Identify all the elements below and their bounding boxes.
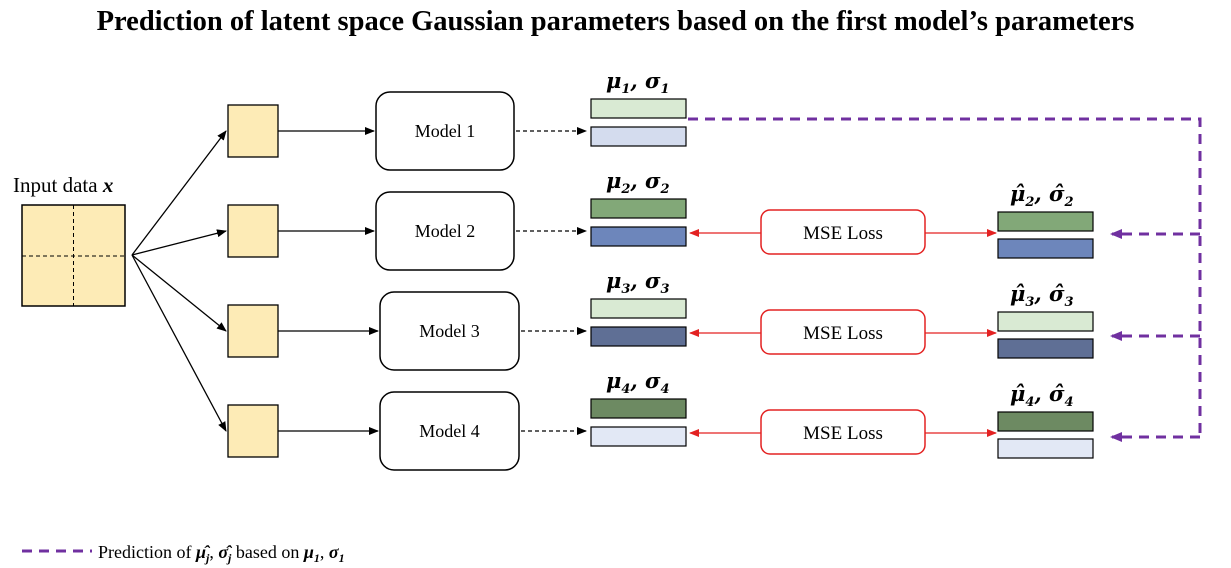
model-box-3 <box>379 291 520 371</box>
row-4: Model 4 μ4, σ4 <box>131 254 687 471</box>
input-arrow-3 <box>131 254 227 332</box>
input-arrow-4 <box>131 254 227 432</box>
sigma-bar-2 <box>590 226 687 247</box>
input-grid <box>21 204 126 307</box>
model-label-2: Model 2 <box>415 221 476 241</box>
sigma-bar-4 <box>590 426 687 447</box>
mu-bar-2 <box>590 198 687 219</box>
row-2: Model 2 μ2, σ2 <box>131 168 687 271</box>
input-var: x <box>102 173 114 197</box>
row-3: Model 3 μ3, σ3 <box>131 254 687 371</box>
legend: Prediction of μ̂j, σ̂j based on μ1, σ1 <box>22 542 345 565</box>
pred-param-label-2: μ̂2, σ̂2 <box>1010 181 1074 210</box>
prediction-path <box>688 117 1202 442</box>
model-box-1 <box>375 91 515 171</box>
pred-sigma-bar-4 <box>997 438 1094 459</box>
row-1: Model 1 μ1, σ1 <box>131 68 687 256</box>
model-label-4: Model 4 <box>419 421 480 441</box>
mu-bar-4 <box>590 398 687 419</box>
param-label-2: μ2, σ2 <box>606 168 670 197</box>
mse-loss-box-4 <box>760 409 926 455</box>
feature-box-2 <box>227 204 279 258</box>
sigma-bar-1 <box>590 126 687 147</box>
sigma-bar-3 <box>590 326 687 347</box>
mse-loss-label-2: MSE Loss <box>803 223 883 244</box>
mse-loss-box-3 <box>760 309 926 355</box>
mu-bar-3 <box>590 298 687 319</box>
param-label-4: μ4, σ4 <box>606 368 670 397</box>
diagram-title: Prediction of latent space Gaussian para… <box>96 6 1135 37</box>
param-label-1: μ1, σ1 <box>606 68 670 97</box>
model-box-4 <box>379 391 520 471</box>
legend-text: Prediction of μ̂j, σ̂j based on μ1, σ1 <box>98 542 345 565</box>
mu-bar-1 <box>590 98 687 119</box>
input-arrow-2 <box>131 229 227 256</box>
feature-box-3 <box>227 304 279 358</box>
pred-param-label-4: μ̂4, σ̂4 <box>1010 381 1074 410</box>
input-label-text: Input data <box>13 173 103 197</box>
feature-box-1 <box>227 104 279 158</box>
mse-loss-label-4: MSE Loss <box>803 423 883 444</box>
pred-mu-bar-4 <box>997 411 1094 432</box>
pred-mu-bar-3 <box>997 311 1094 332</box>
mse-loss-box-2 <box>760 209 926 255</box>
pred-param-label-3: μ̂3, σ̂3 <box>1010 281 1074 310</box>
pred-mu-bar-2 <box>997 211 1094 232</box>
input-arrow-1 <box>131 130 227 256</box>
input-label: Input data x <box>13 173 113 197</box>
feature-box-4 <box>227 404 279 458</box>
mse-loss-label-3: MSE Loss <box>803 323 883 344</box>
param-label-3: μ3, σ3 <box>606 268 670 297</box>
model-label-1: Model 1 <box>415 121 476 141</box>
pred-sigma-bar-2 <box>997 238 1094 259</box>
pred-sigma-bar-3 <box>997 338 1094 359</box>
model-box-2 <box>375 191 515 271</box>
model-label-3: Model 3 <box>419 321 480 341</box>
